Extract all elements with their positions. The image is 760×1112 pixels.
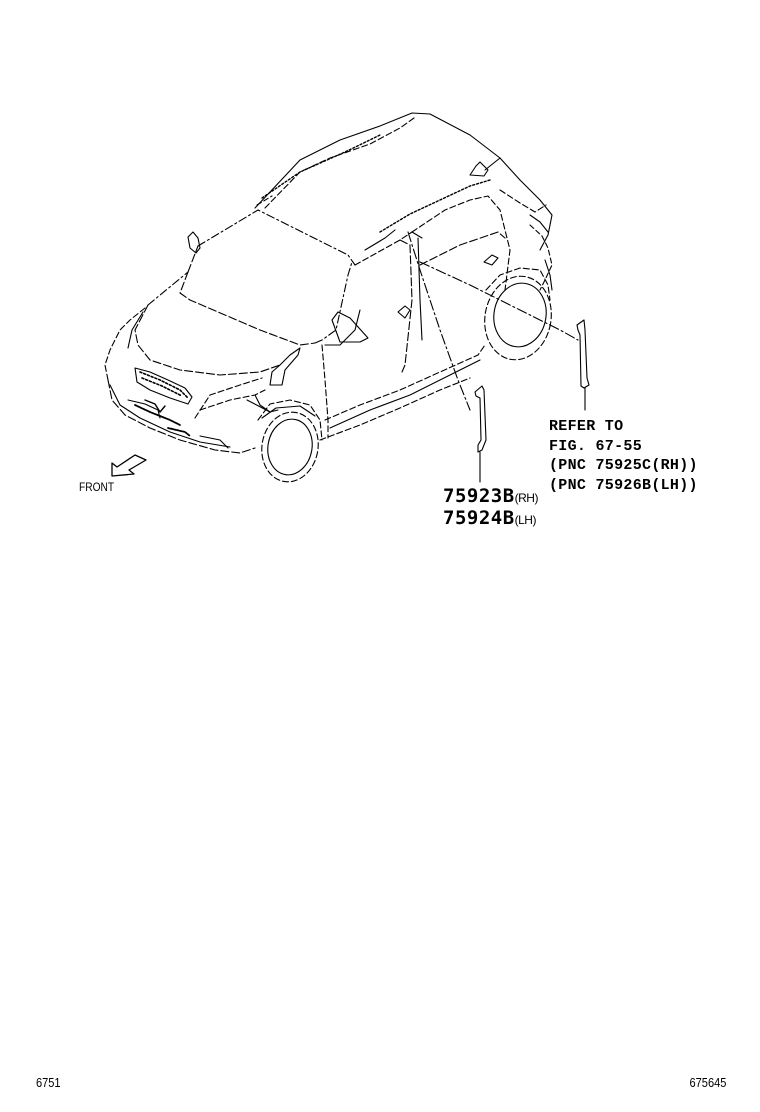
car-outline: [104, 112, 579, 483]
part-number[interactable]: 75924B: [443, 507, 515, 529]
front-arrow-icon: [111, 454, 147, 477]
drawing-number: 675645: [689, 1075, 726, 1090]
part-75925c-outline: [576, 319, 590, 411]
reference-line: REFER TO: [549, 418, 624, 435]
part-side: (LH): [514, 513, 537, 527]
reference-pnc-rh[interactable]: (PNC 75925C(RH)): [549, 457, 698, 474]
part-number-lh[interactable]: 75924B(LH): [443, 507, 536, 529]
part-75923b-outline: [474, 385, 487, 483]
part-number[interactable]: 75923B: [443, 485, 515, 507]
part-side: (RH): [514, 491, 539, 505]
reference-note: REFER TO FIG. 67-55 (PNC 75925C(RH)) (PN…: [549, 417, 698, 495]
reference-figure-link[interactable]: FIG. 67-55: [549, 437, 643, 455]
front-label: FRONT: [79, 480, 115, 494]
reference-pnc-lh[interactable]: (PNC 75926B(LH)): [549, 476, 698, 494]
part-number-rh[interactable]: 75923B(RH): [443, 485, 538, 507]
figure-code: 6751: [36, 1075, 61, 1090]
